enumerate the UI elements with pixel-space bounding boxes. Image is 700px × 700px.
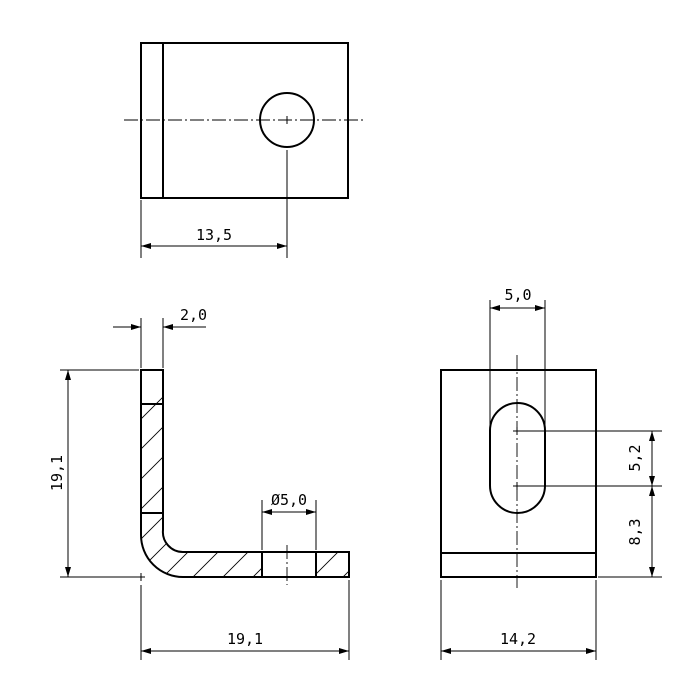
- dim-slot-height-label: 8,3: [626, 518, 644, 545]
- hatch-line: [410, 200, 700, 600]
- top-view-hole: [259, 92, 315, 148]
- front-view-slot-center-bottom: [513, 482, 521, 490]
- hatch-line: [470, 200, 700, 600]
- front-view-slot: [489, 402, 546, 514]
- top-view-hole-center-mark: [283, 116, 291, 124]
- side-view-outline: [140, 369, 350, 578]
- hatch-line: [141, 370, 349, 577]
- hatch-line: [141, 370, 349, 577]
- dim-width-label: 14,2: [500, 630, 536, 648]
- dim-slot-width-label: 5,0: [504, 286, 531, 304]
- front-view: 5,0 5,2 8,3 14,2: [440, 286, 662, 660]
- hatch-line: [169, 370, 349, 577]
- top-view: 13,5: [124, 42, 366, 258]
- dim-thickness-label: 2,0: [180, 306, 207, 324]
- hatch-line: [500, 200, 700, 600]
- dim-slot-spacing-label: 5,2: [626, 444, 644, 471]
- front-view-slot-center-top: [513, 427, 521, 435]
- dim-length-label: 19,1: [227, 630, 263, 648]
- hatch-line: [259, 370, 349, 577]
- hatch-line: [141, 370, 349, 577]
- hatch-line: [141, 370, 349, 577]
- hatch-line: [350, 200, 700, 600]
- front-view-outline: [440, 369, 597, 578]
- dim-hole-diameter-label: Ø5,0: [271, 491, 307, 509]
- top-view-outline: [140, 42, 349, 199]
- hatch-line: [229, 370, 349, 577]
- hatch-line: [440, 200, 700, 600]
- hatch-line: [141, 370, 349, 577]
- side-view-hole-cutout: [262, 553, 316, 576]
- dim-height-label: 19,1: [48, 455, 66, 491]
- hatch-line: [199, 370, 349, 577]
- hatch-line: [141, 370, 349, 577]
- dim-hole-position-label: 13,5: [196, 226, 232, 244]
